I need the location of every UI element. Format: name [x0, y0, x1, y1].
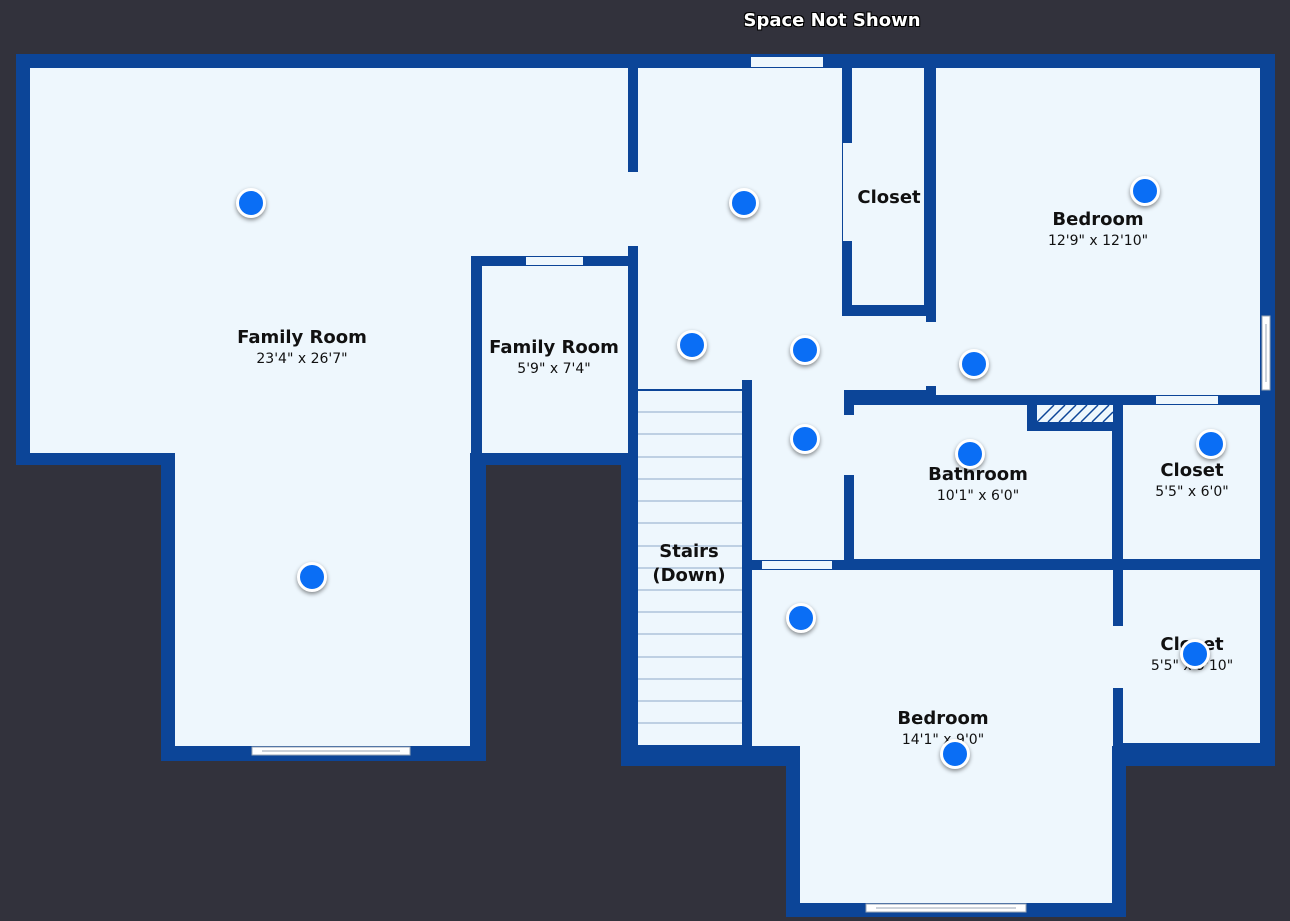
- room-name: Closet: [1160, 460, 1224, 481]
- hall-lower-floor: [752, 388, 844, 560]
- room-label-bedroom-top: Bedroom 12'9" x 12'10": [1048, 208, 1148, 250]
- floor-areas: [30, 68, 1260, 903]
- photo-marker[interactable]: [790, 424, 820, 454]
- closet-top-floor: [852, 68, 924, 306]
- room-label-bedroom-bottom: Bedroom 14'1" x 9'0": [897, 707, 988, 749]
- room-name: Bedroom: [1052, 209, 1144, 230]
- room-label-family-room-small: Family Room 5'9" x 7'4": [489, 336, 619, 378]
- photo-marker[interactable]: [1196, 429, 1226, 459]
- photo-marker[interactable]: [677, 330, 707, 360]
- room-name: Family Room: [489, 337, 619, 358]
- room-dimensions: 23'4" x 26'7": [256, 351, 348, 367]
- room-label-bathroom: Bathroom 10'1" x 6'0": [928, 463, 1028, 505]
- photo-marker[interactable]: [1130, 176, 1160, 206]
- door-openings: [526, 57, 1218, 688]
- room-dimensions: 10'1" x 6'0": [936, 488, 1020, 504]
- room-name: Bathroom: [928, 464, 1028, 485]
- family-room-floor-lower: [175, 440, 470, 746]
- windows: [251, 315, 1271, 913]
- photo-marker[interactable]: [940, 739, 970, 769]
- room-dimensions: 5'9" x 7'4": [517, 361, 591, 377]
- room-label-closet-top: Closet: [857, 186, 920, 210]
- photo-marker[interactable]: [955, 439, 985, 469]
- room-name: Closet: [857, 187, 921, 208]
- room-name: Bedroom: [897, 708, 989, 729]
- closet-mid-floor: [1123, 405, 1260, 559]
- photo-marker[interactable]: [790, 335, 820, 365]
- hatched-area: [1036, 404, 1114, 423]
- room-label-family-room: Family Room 23'4" x 26'7": [237, 326, 367, 368]
- family-room-small-floor: [482, 266, 627, 452]
- photo-marker[interactable]: [786, 603, 816, 633]
- room-dimensions: 12'9" x 12'10": [1047, 233, 1149, 249]
- photo-marker[interactable]: [959, 349, 989, 379]
- bedroom-bottom-floor: [752, 570, 1113, 746]
- photo-marker[interactable]: [297, 562, 327, 592]
- bedroom-top-floor: [936, 68, 1260, 395]
- photo-marker[interactable]: [1180, 639, 1210, 669]
- room-dimensions: (Down): [652, 565, 726, 586]
- stair-treads: [638, 389, 742, 724]
- room-name: Family Room: [237, 327, 367, 348]
- space-not-shown-note: Space Not Shown: [743, 10, 921, 31]
- photo-marker[interactable]: [236, 188, 266, 218]
- room-label-closet-mid: Closet 5'5" x 6'0": [1155, 459, 1228, 501]
- room-label-stairs: Stairs (Down): [652, 540, 725, 588]
- room-name: Stairs: [659, 541, 719, 562]
- photo-marker[interactable]: [729, 188, 759, 218]
- room-dimensions: 5'5" x 6'0": [1155, 484, 1229, 500]
